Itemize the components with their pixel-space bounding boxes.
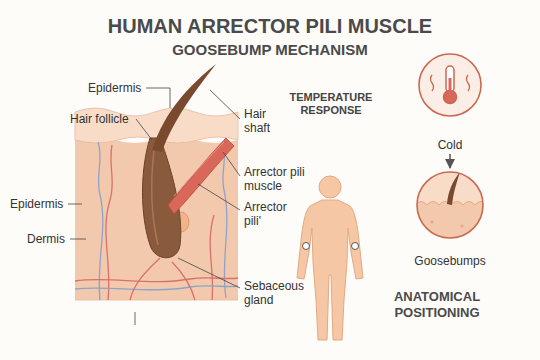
blood-vessels-part: [210, 215, 214, 300]
leader-lines-part: [68, 204, 82, 205]
hair-shaft-part: [152, 64, 216, 152]
thermometer-icon: [419, 54, 481, 116]
leader-lines: [68, 88, 240, 325]
blood-vessels-part: [75, 286, 238, 290]
circle-outline: [417, 52, 483, 118]
icon-circle-node: Cold: [410, 52, 490, 152]
circle-outline: [415, 170, 485, 240]
leader-lines-part: [135, 312, 136, 325]
body-figure-part: [303, 243, 310, 250]
goosebump-icon: [410, 165, 490, 250]
title: HUMAN ARRECTOR PILI MUSCLE: [0, 14, 540, 38]
part-label: Dermis: [27, 232, 72, 246]
blood-vessels-part: [75, 278, 238, 282]
heading-label: GOOSEBUMP MECHANISM: [0, 41, 540, 59]
body-figure-part: [297, 200, 363, 340]
leader-lines-part: [223, 152, 240, 176]
part-label: Epidermis: [88, 81, 148, 95]
part-label: Arrector pili muscle: [244, 165, 314, 194]
skin-section: [75, 108, 238, 300]
part-label: Sebaceous gland: [244, 279, 310, 308]
hair-follicle-part: [152, 150, 158, 245]
blood-vessels-part: [98, 142, 103, 300]
blood-vessels-part: [130, 258, 160, 300]
body-figure-part: [352, 243, 359, 250]
leader-lines-part: [198, 184, 240, 210]
part-label: Arrector pili': [244, 200, 304, 229]
leader-lines-part: [136, 119, 152, 140]
goosebump-icon-part: [447, 172, 460, 205]
part-label: Hair shaft: [244, 107, 294, 136]
leader-lines-part: [178, 258, 240, 288]
leader-lines-part: [146, 88, 170, 108]
leader-lines-part: [210, 90, 240, 119]
goosebump-icon-part: [461, 225, 464, 228]
arrector-muscle-part: [168, 138, 234, 214]
blood-vessels-part: [172, 262, 195, 300]
flow-arrow: [449, 154, 451, 168]
part-label: Epidermis: [10, 197, 70, 211]
heading-label: TEMPERATURE RESPONSE: [284, 91, 378, 117]
hair-shaft: [152, 64, 216, 152]
node-caption: Goosebumps: [410, 254, 490, 268]
goosebump-icon-part: [431, 221, 434, 224]
heading-label: ANATOMICAL POSITIONING: [384, 289, 490, 320]
thermometer-icon-part: [419, 54, 481, 116]
icon-circle-node: Goosebumps: [410, 170, 490, 268]
circle-border: [417, 172, 483, 238]
body-figure-part: [319, 176, 341, 198]
part-label: Hair follicle: [70, 112, 140, 126]
body-figure: [297, 176, 363, 340]
circle-border: [419, 54, 481, 116]
arrector-muscle-part: [174, 142, 224, 196]
blood-vessels-part: [106, 145, 112, 300]
leader-lines-part: [70, 239, 86, 240]
arrector-muscle: [168, 138, 234, 214]
blood-vessels-part: [222, 145, 227, 298]
goosebump-icon-part: [410, 202, 490, 251]
thermometer-icon-part: [449, 78, 452, 94]
thermometer-icon-part: [431, 75, 470, 91]
node-caption: Cold: [410, 138, 490, 152]
